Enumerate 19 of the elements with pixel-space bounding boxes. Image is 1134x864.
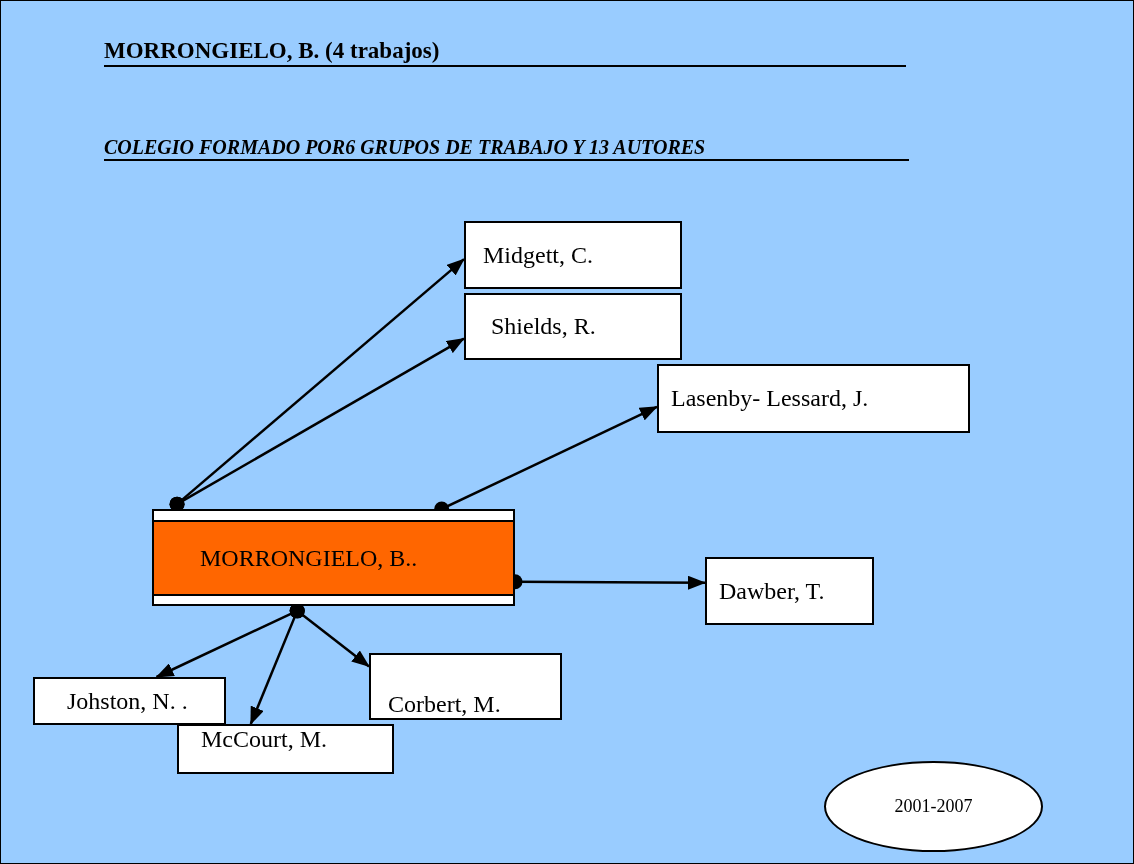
author-box	[464, 221, 682, 289]
author-box	[177, 724, 394, 774]
node-label: Shields, R.	[491, 313, 596, 340]
author-box	[152, 509, 515, 606]
node-label: 2001-2007	[894, 796, 973, 817]
node-label: Corbert, M.	[388, 691, 501, 718]
author-box	[705, 557, 874, 625]
author-box	[657, 364, 970, 433]
node-label: Lasenby- Lessard, J.	[671, 385, 869, 412]
title: MORRONGIELO, B. (4 trabajos)	[104, 37, 906, 67]
subtitle: COLEGIO FORMADO POR6 GRUPOS DE TRABAJO Y 13 AUTORES	[104, 135, 909, 161]
node-label: Midgett, C.	[483, 241, 593, 269]
author-box	[369, 653, 562, 720]
node-label: McCourt, M.	[201, 726, 327, 753]
node-label: Dawber, T.	[719, 577, 825, 605]
author-box	[33, 677, 226, 725]
author-box	[464, 293, 682, 360]
node-label: Johston, N. .	[67, 687, 188, 715]
node-label: MORRONGIELO, B..	[200, 544, 418, 572]
